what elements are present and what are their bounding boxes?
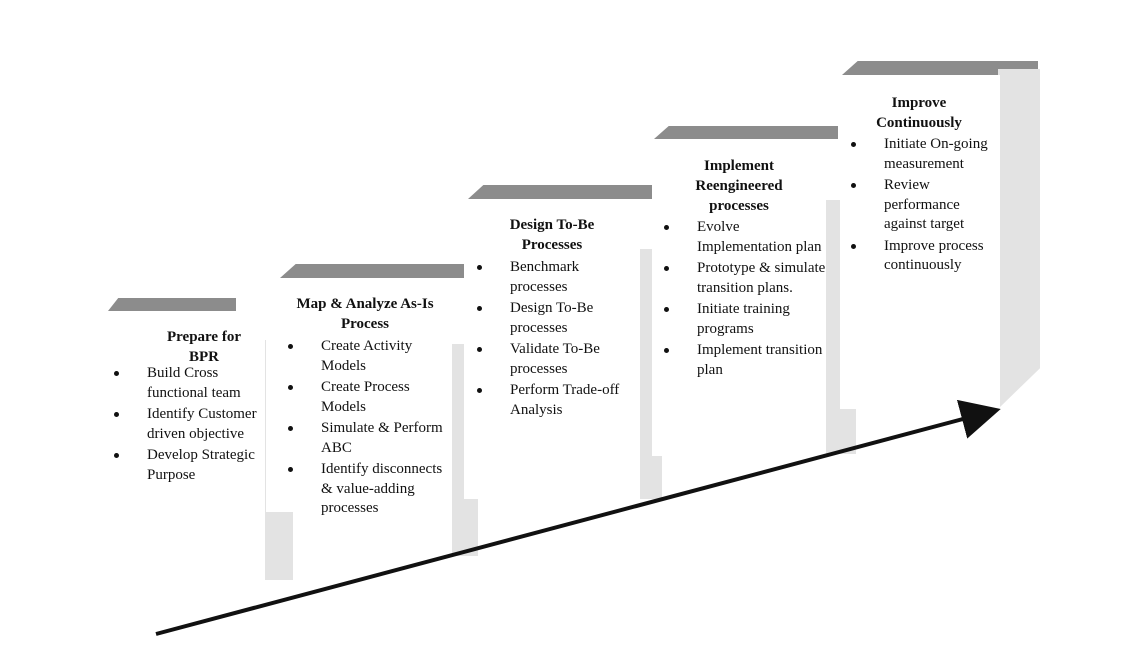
step-list: Benchmark processes Design To-Be process… xyxy=(475,258,640,422)
step-face xyxy=(92,311,265,582)
list-item: Initiate training programs xyxy=(662,300,826,339)
list-item: Build Cross functional team xyxy=(112,364,264,403)
list-item: Design To-Be processes xyxy=(475,299,640,338)
step-design: Design To-Be Processes Benchmark process… xyxy=(464,185,664,503)
list-item: Benchmark processes xyxy=(475,258,640,297)
list-item: Initiate On-going measurement xyxy=(849,135,999,174)
step-title: Design To-Be Processes xyxy=(509,217,595,253)
list-item: Create Process Models xyxy=(286,378,451,417)
step-top xyxy=(654,126,838,139)
list-item: Review performance against target xyxy=(849,176,999,235)
step-list: Create Activity Models Create Process Mo… xyxy=(286,337,451,521)
step-title: Prepare for BPR xyxy=(167,329,241,365)
step-prepare: Prepare for BPR Build Cross functional t… xyxy=(92,298,294,584)
step-top xyxy=(842,61,1038,75)
step-face xyxy=(266,278,452,512)
list-item: Prototype & simulate transition plans. xyxy=(662,259,826,298)
list-item: Improve process continuously xyxy=(849,237,999,276)
list-item: Implement transition plan xyxy=(662,341,826,380)
step-title: Map & Analyze As-Is Process xyxy=(296,296,434,332)
list-item: Develop Strategic Purpose xyxy=(112,446,264,485)
step-list: Build Cross functional team Identify Cus… xyxy=(112,364,264,487)
list-item: Perform Trade-off Analysis xyxy=(475,381,640,420)
step-improve: Improve Continuously Initiate On-going m… xyxy=(840,61,1042,413)
list-item: Create Activity Models xyxy=(286,337,451,376)
arrow-line xyxy=(155,399,1001,636)
step-list: Evolve Implementation plan Prototype & s… xyxy=(662,218,826,382)
step-top xyxy=(108,298,236,311)
list-item: Identify Customer driven objective xyxy=(112,405,264,444)
step-face xyxy=(840,75,1000,409)
step-face xyxy=(464,199,640,499)
step-title: Implement Reengineered processes xyxy=(695,158,783,214)
step-map-analyze: Map & Analyze As-Is Process Create Activ… xyxy=(266,264,480,560)
list-item: Identify disconnects & value-adding proc… xyxy=(286,460,451,519)
list-item: Evolve Implementation plan xyxy=(662,218,826,257)
step-top xyxy=(468,185,660,199)
step-top xyxy=(280,264,476,278)
step-side xyxy=(998,69,1040,409)
list-item: Simulate & Perform ABC xyxy=(286,419,451,458)
step-title: Improve Continuously xyxy=(876,95,962,131)
step-face xyxy=(652,139,826,456)
step-list: Initiate On-going measurement Review per… xyxy=(849,135,999,278)
list-item: Validate To-Be processes xyxy=(475,340,640,379)
